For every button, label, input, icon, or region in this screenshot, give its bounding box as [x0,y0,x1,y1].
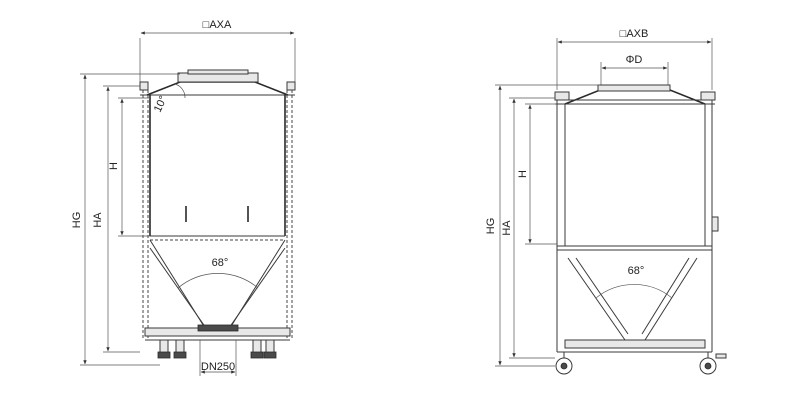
left-h-label: H [108,162,120,170]
left-width-dimension: □AXA [139,19,296,82]
right-tank-top [554,84,716,105]
right-width-dimension: □AXB [556,28,713,90]
left-width-label: □AXA [203,19,232,31]
left-hg-label: HG [71,212,83,229]
right-frame [556,250,713,353]
left-outlet-valve-left [157,339,187,359]
left-outlet-valve-right [250,339,277,359]
left-outlet-label: DN250 [201,361,235,373]
left-tank-base: DN250 [144,324,291,376]
right-width-label: □AXB [620,28,649,40]
left-tank-body [149,95,286,241]
right-cone-angle-label: 68° [628,265,645,277]
left-frame [139,81,296,340]
right-tank-cone: 68° [567,257,698,341]
right-hg-label: HG [485,218,497,235]
left-cone-angle-label: 68° [212,257,229,269]
left-tank-roof: 10° [146,69,289,114]
left-roof-angle-label: 10° [152,94,170,114]
right-h-label: H [517,170,529,178]
right-tank-body [556,99,719,251]
right-diameter-label: ΦD [626,54,643,66]
left-ha-label: HA [92,212,104,228]
left-height-dimensions: HG HA H [71,73,180,366]
left-tank-drawing: □AXA 10° [71,19,296,376]
right-tank-drawing: □AXB ΦD [485,28,727,375]
right-height-dimensions: HG HA H [485,84,600,367]
right-diameter-dimension: ΦD [600,54,669,88]
right-ha-label: HA [501,220,513,236]
left-tank-cone: 68° [149,239,286,329]
right-caster-wheels [555,352,727,375]
